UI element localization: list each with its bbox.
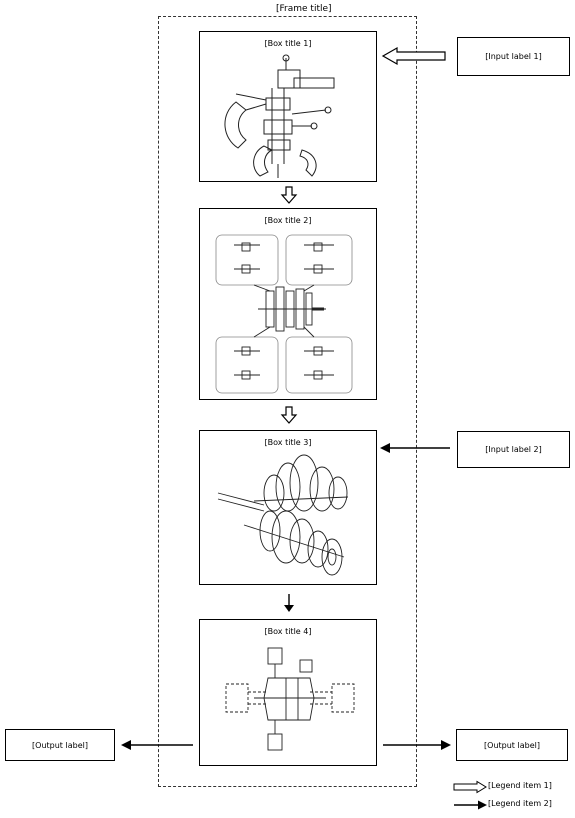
output-box-tire-right: [Output label]	[456, 729, 568, 761]
legend-label: [Legend item 2]	[488, 799, 552, 808]
box-title: [Box title 1]	[264, 39, 312, 48]
solid-arrow-icon	[454, 800, 487, 810]
box-differential: [Box title 4]	[199, 619, 377, 766]
synchronizer-illustration	[215, 234, 353, 394]
solid-right-arrow-icon	[383, 740, 451, 750]
solid-left-arrow-icon	[121, 740, 193, 750]
hollow-arrow-icon	[453, 780, 487, 794]
output-box-tire-left: [Output label]	[5, 729, 115, 761]
output-label: [Output label]	[484, 740, 540, 750]
solid-left-arrow-icon	[380, 443, 450, 453]
frame-title: [Frame title]	[276, 4, 332, 14]
legend-item: [Legend item 2]	[453, 798, 573, 812]
box-title: [Box title 2]	[264, 216, 312, 225]
output-label: [Output label]	[32, 740, 88, 750]
gearbox-illustration	[217, 454, 349, 576]
legend: [Legend item 1] [Legend item 2]	[453, 780, 573, 816]
hollow-down-arrow-icon	[280, 406, 298, 424]
differential-illustration	[225, 647, 355, 751]
box-transmission: [Box title 3]	[199, 430, 377, 585]
side-box-engine: [Input label 2]	[457, 431, 570, 468]
legend-item: [Legend item 1]	[453, 780, 573, 794]
legend-label: [Legend item 1]	[488, 781, 552, 790]
shift-mechanism-illustration	[224, 54, 335, 178]
solid-down-arrow-icon	[284, 594, 294, 612]
side-box-gear-lever: [Input label 1]	[457, 37, 570, 76]
box-title: [Box title 3]	[264, 438, 312, 447]
side-box-label: [Input label 2]	[485, 445, 542, 454]
box-title: [Box title 4]	[264, 627, 312, 636]
mtx-frame	[158, 16, 417, 787]
hollow-down-arrow-icon	[280, 186, 298, 204]
box-gear-selector: [Box title 1]	[199, 31, 377, 182]
box-synchronizer: [Box title 2]	[199, 208, 377, 400]
hollow-left-arrow-icon	[381, 46, 446, 66]
side-box-label: [Input label 1]	[485, 52, 542, 61]
